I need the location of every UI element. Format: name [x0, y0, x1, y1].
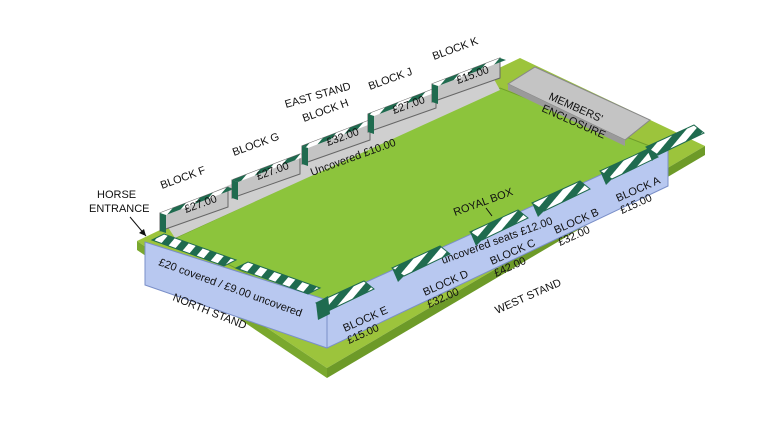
west-stand-label: WEST STAND [493, 277, 563, 317]
east-block-name: BLOCK F [159, 164, 208, 191]
east-block-side [432, 84, 438, 104]
west-awning-4 [530, 180, 591, 212]
east-block-roof [302, 120, 376, 148]
north-stand-front [144, 241, 328, 349]
east-block-name: BLOCK K [431, 35, 481, 63]
north-stand-awnings [150, 233, 330, 320]
east-block-roof [368, 88, 442, 116]
east-block-roof [232, 154, 306, 182]
royal-box-pointer [485, 207, 493, 217]
horse-entrance-label-2: ENTRANCE [89, 203, 150, 215]
west-awning-edge [600, 171, 612, 185]
east-block-name: BLOCK G [231, 131, 281, 159]
east-block-name: BLOCK J [367, 66, 414, 93]
north-awning-2 [234, 261, 322, 295]
west-awning-edge [532, 203, 544, 217]
horse-entrance-label-1: HORSE [97, 189, 136, 201]
east-block-side [302, 146, 308, 166]
west-awning-3 [468, 209, 529, 241]
west-awning-edge [646, 147, 658, 161]
east-block-side [368, 114, 374, 134]
arrow-head-icon [139, 229, 146, 236]
west-awning-edge [392, 268, 404, 282]
west-awning-edge [470, 232, 482, 246]
east-block-side [160, 213, 166, 233]
east-block-side [232, 180, 238, 200]
east-block-roof [432, 58, 506, 86]
north-awning-1 [150, 233, 238, 267]
west-awning-6 [644, 124, 705, 156]
west-stand-awnings [314, 124, 705, 317]
corner-awning [316, 296, 330, 320]
west-awning-5 [598, 148, 659, 180]
east-block-roof [160, 187, 234, 215]
